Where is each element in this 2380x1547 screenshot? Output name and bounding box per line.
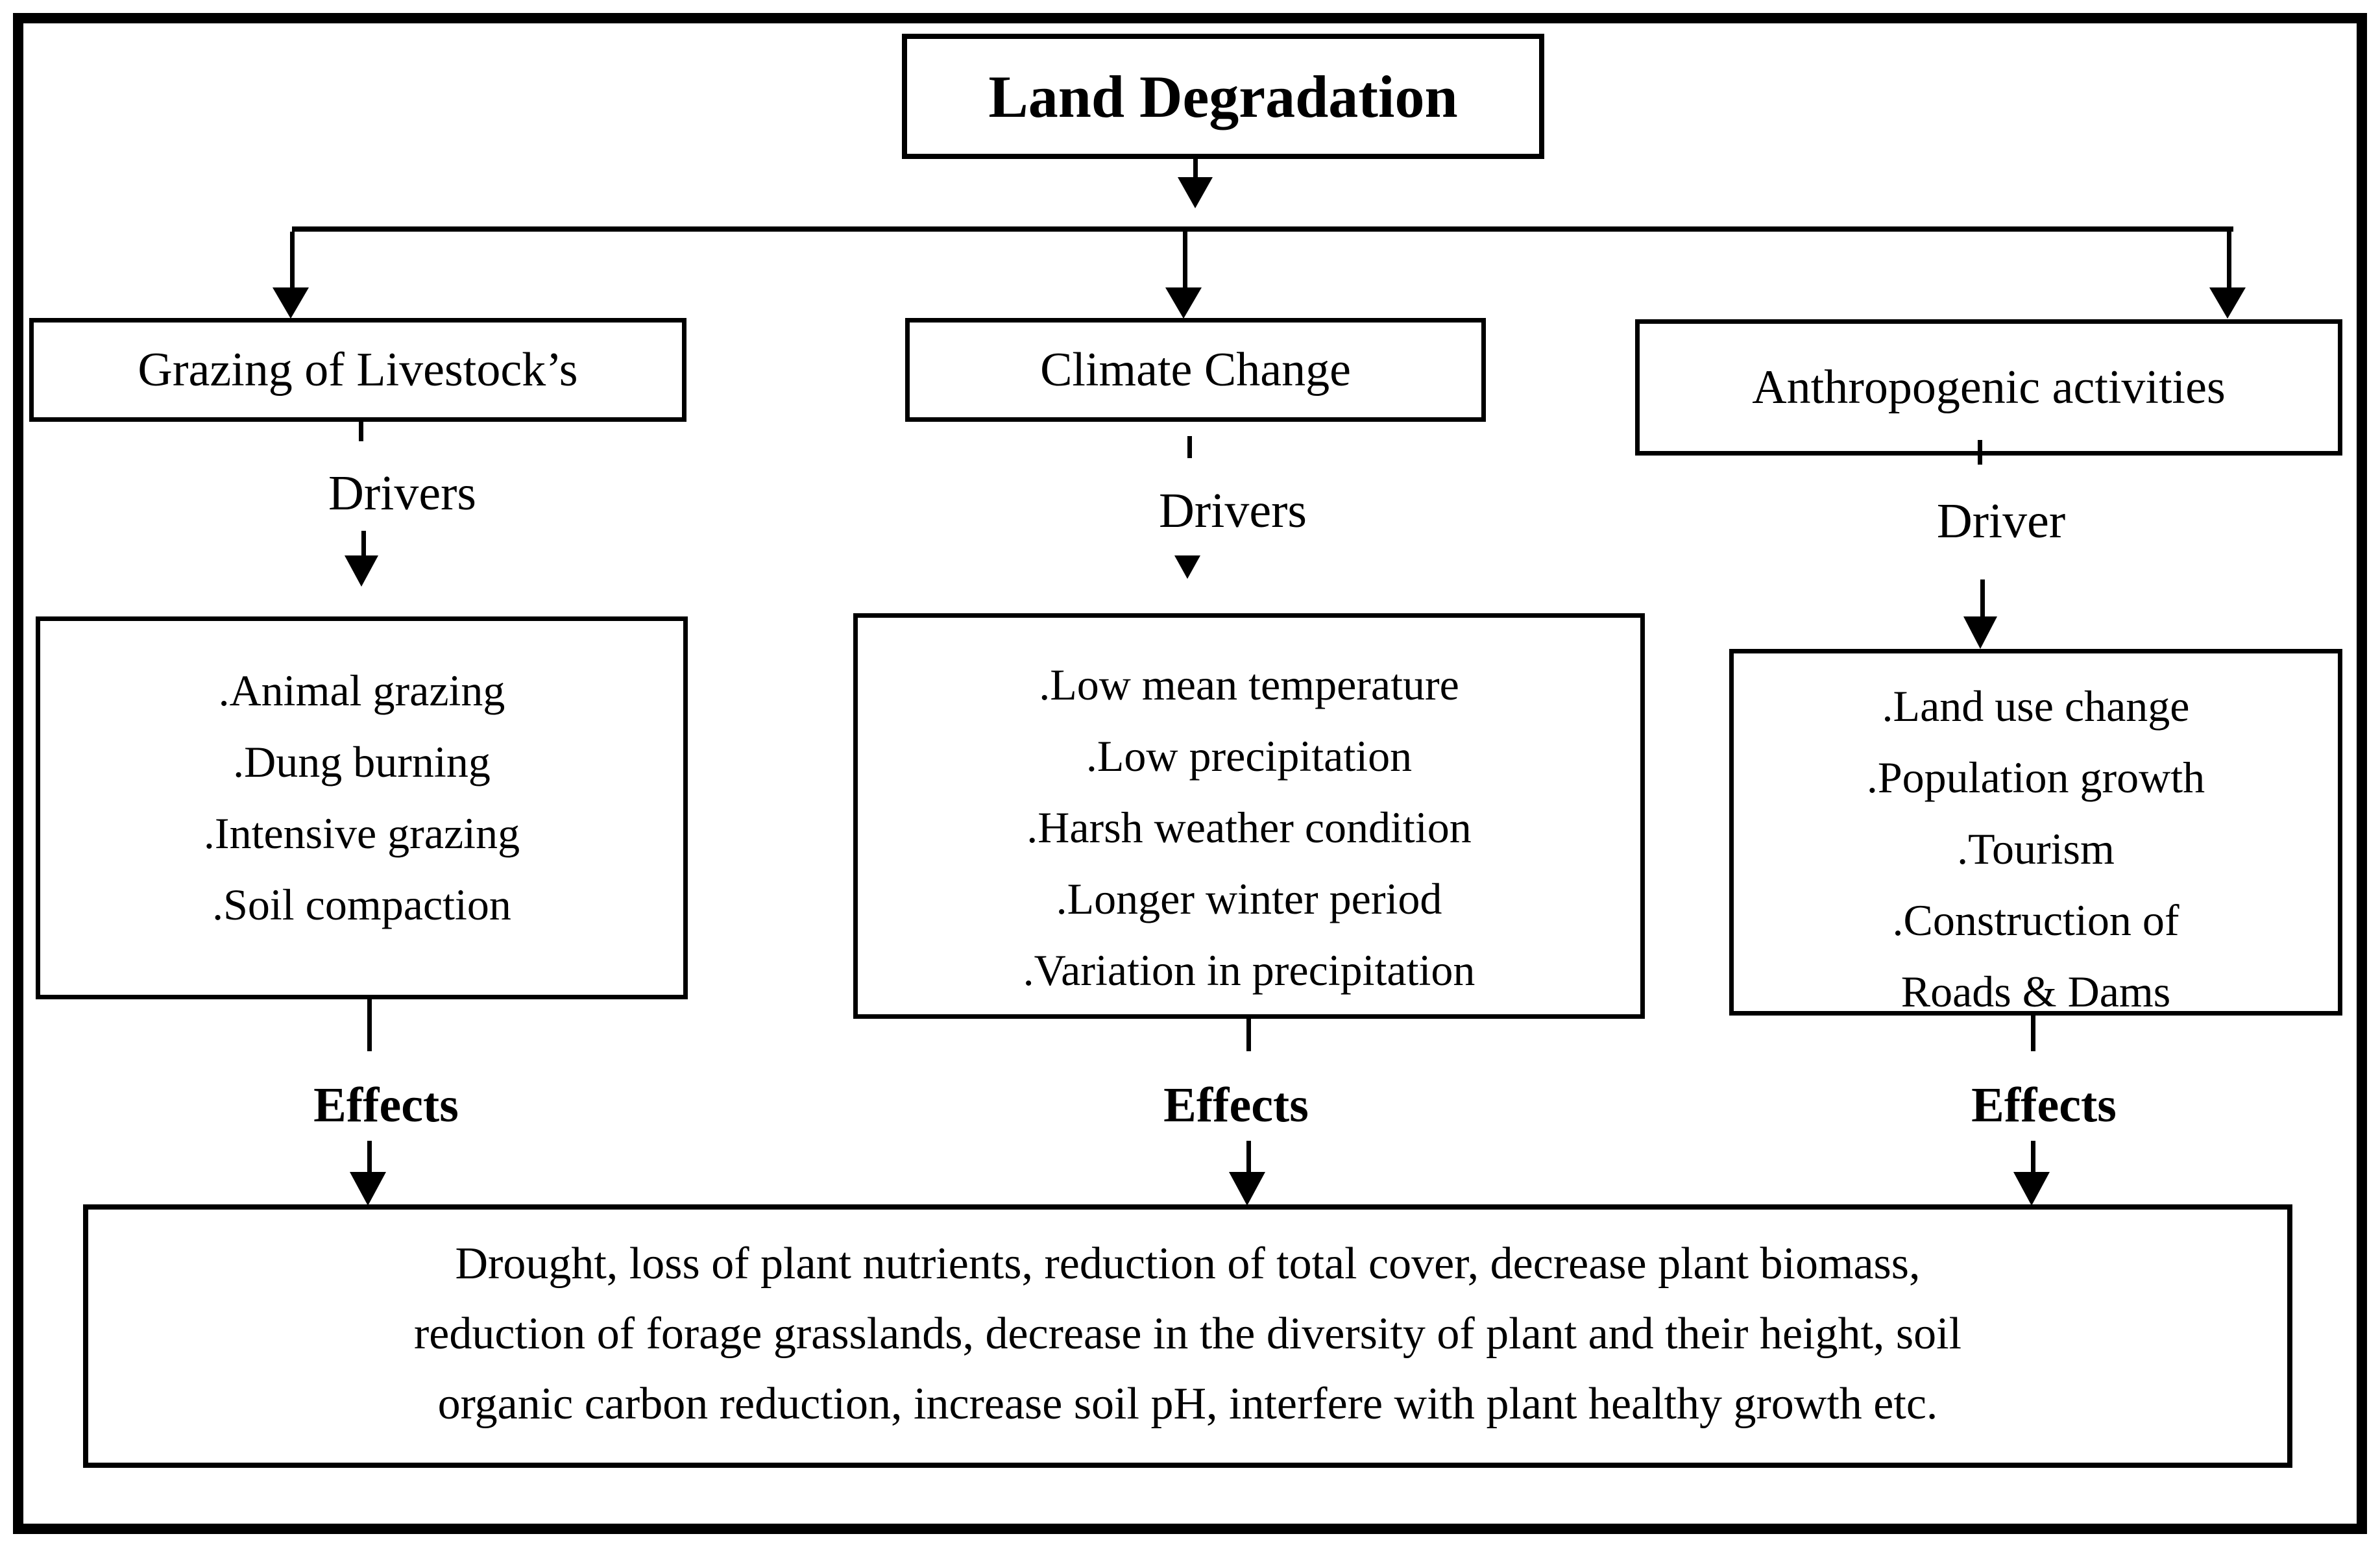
left-drop-shaft — [290, 232, 295, 287]
driver-item: .Population growth — [1866, 753, 2205, 802]
driver-item: .Land use change — [1882, 681, 2190, 731]
right-drop-arrow-down-icon — [2209, 287, 2246, 319]
branch-label-climate: Climate Change — [1040, 343, 1351, 396]
outcome-text-line: reduction of forage grasslands, decrease… — [413, 1309, 1962, 1359]
middle-drop-arrow-down-icon — [1165, 287, 1202, 319]
middle-effects-label: Effects — [1163, 1078, 1309, 1132]
outer-frame — [13, 13, 2367, 1534]
driver-item: .Construction of — [1892, 895, 2180, 945]
branch-box-grazing: Grazing of Livestock’s — [29, 318, 686, 422]
middle-driver-arrow-down-icon — [1174, 555, 1200, 579]
left-driver-label: Drivers — [328, 466, 476, 520]
right-drop-shaft — [2227, 232, 2231, 287]
middle-effects-arrow-shaft — [1246, 1141, 1251, 1172]
right-driver-arrow-down-icon — [1963, 616, 1997, 649]
page-title: Land Degradation — [988, 63, 1458, 130]
driver-item: .Dung burning — [233, 737, 491, 786]
branch-label-anthropogenic: Anthropogenic activities — [1752, 360, 2226, 414]
driver-item: .Longer winter period — [1056, 874, 1442, 923]
right-effects-tick — [2031, 1016, 2035, 1051]
driver-item: .Harsh weather condition — [1026, 803, 1472, 852]
left-effects-arrow-shaft — [367, 1141, 372, 1172]
right-driver-label: Driver — [1936, 494, 2066, 548]
right-driver-tick — [1978, 440, 1982, 465]
driver-item: .Variation in precipitation — [1023, 945, 1475, 995]
left-effects-tick — [367, 999, 372, 1051]
middle-effects-arrow-down-icon — [1229, 1172, 1265, 1206]
left-effects-label: Effects — [313, 1078, 459, 1132]
middle-driver-dash — [1187, 436, 1192, 458]
driver-item: .Low precipitation — [1086, 731, 1413, 781]
left-drop-arrow-down-icon — [273, 287, 309, 319]
right-effects-arrow-shaft — [2031, 1141, 2035, 1172]
left-driver-arrow-shaft — [361, 531, 366, 555]
drivers-box-climate: .Low mean temperature .Low precipitation… — [853, 613, 1645, 1019]
driver-item: .Intensive grazing — [203, 809, 520, 858]
branch-box-anthropogenic: Anthropogenic activities — [1635, 319, 2342, 456]
right-effects-label: Effects — [1971, 1078, 2117, 1132]
branch-connector-line — [292, 226, 2233, 232]
drivers-box-anthropogenic: .Land use change .Population growth .Tou… — [1729, 649, 2342, 1016]
title-arrow-shaft — [1193, 159, 1198, 177]
right-driver-arrow-shaft — [1980, 579, 1985, 616]
middle-driver-label: Drivers — [1159, 483, 1307, 538]
outcome-text-line: Drought, loss of plant nutrients, reduct… — [455, 1239, 1921, 1289]
left-driver-tick — [359, 422, 363, 441]
middle-drop-shaft — [1183, 232, 1187, 287]
driver-item: Roads & Dams — [1900, 967, 2171, 1016]
left-effects-arrow-down-icon — [350, 1172, 386, 1206]
title-arrow-down-icon — [1178, 177, 1213, 208]
outcome-box: Drought, loss of plant nutrients, reduct… — [83, 1204, 2292, 1468]
middle-effects-tick — [1246, 1019, 1251, 1051]
left-driver-arrow-down-icon — [345, 555, 378, 587]
driver-item: .Tourism — [1957, 824, 2115, 873]
branch-box-climate: Climate Change — [905, 318, 1486, 422]
right-effects-arrow-down-icon — [2013, 1172, 2050, 1206]
driver-item: .Soil compaction — [212, 880, 511, 929]
title-box: Land Degradation — [902, 34, 1544, 159]
driver-item: .Animal grazing — [218, 666, 505, 715]
branch-label-grazing: Grazing of Livestock’s — [138, 343, 578, 396]
driver-item: .Low mean temperature — [1039, 660, 1459, 709]
outcome-text-line: organic carbon reduction, increase soil … — [437, 1379, 1938, 1429]
drivers-box-grazing: .Animal grazing .Dung burning .Intensive… — [36, 616, 688, 999]
